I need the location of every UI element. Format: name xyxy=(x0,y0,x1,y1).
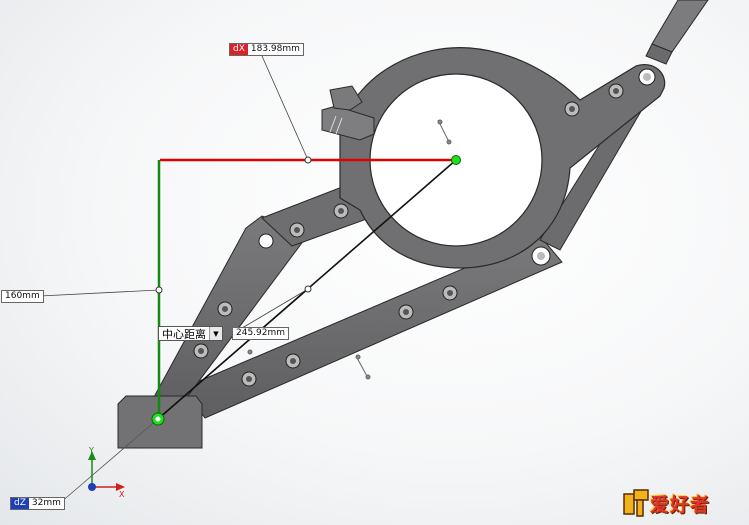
dimension-dz-value: 32mm xyxy=(31,498,61,508)
origin-point-core xyxy=(155,416,161,422)
center-point[interactable] xyxy=(451,155,461,165)
dimension-dx-tag: dX xyxy=(230,44,248,55)
dimension-dz[interactable]: dZ 32mm xyxy=(10,497,65,510)
dimension-center-distance[interactable]: 245.92mm xyxy=(232,327,290,340)
dimension-dz-tag: dZ xyxy=(11,498,29,509)
dimension-dx[interactable]: dX 183.98mm xyxy=(229,43,304,56)
triad-y-label: Y xyxy=(88,446,94,455)
dimension-center-distance-value: 245.92mm xyxy=(236,328,286,338)
reference-markers xyxy=(247,119,452,380)
z-axis-dot xyxy=(88,483,96,491)
chevron-down-icon[interactable]: ▼ xyxy=(209,327,222,340)
dimension-vertical[interactable]: 160mm xyxy=(1,290,44,303)
watermark-text: 爱好者 xyxy=(650,493,711,516)
top-rod[interactable] xyxy=(645,0,709,65)
rivets xyxy=(193,68,656,387)
watermark-logo: 爱好者 xyxy=(622,488,710,518)
dimension-vertical-value: 160mm xyxy=(5,291,40,301)
logo-icon xyxy=(622,488,650,518)
dimension-dx-value: 183.98mm xyxy=(250,44,300,54)
view-triad[interactable]: Y X xyxy=(88,446,125,499)
distance-mode-label: 中心距离 xyxy=(162,327,206,341)
triad-x-label: X xyxy=(119,490,125,499)
sketch-lines[interactable] xyxy=(39,55,457,504)
distance-mode-dropdown[interactable]: 中心距离 ▼ xyxy=(158,326,223,341)
